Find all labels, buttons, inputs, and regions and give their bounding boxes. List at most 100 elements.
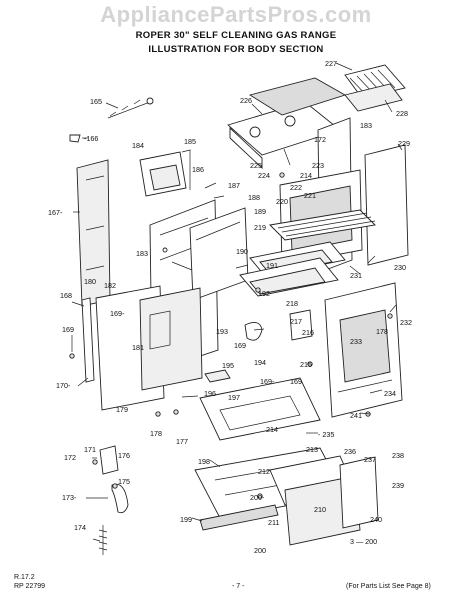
label-166: -166 [84, 134, 98, 143]
label-216: 216 [302, 328, 314, 337]
label-240: 240 [370, 515, 382, 524]
label-235: - 235 [318, 430, 334, 439]
label-199: 199 [180, 515, 192, 524]
screw-markers [69, 172, 393, 499]
label-169a: 169 [62, 325, 74, 334]
footer-code-1: R.17.2 [14, 574, 35, 581]
part-165-wire-harness [107, 97, 154, 119]
leader-lines [71, 62, 403, 542]
label-174: 174 [74, 523, 86, 532]
label-230: 230 [394, 263, 406, 272]
label-219: 219 [254, 223, 266, 232]
label-241: 241 [350, 411, 362, 420]
label-214a: 214 [266, 425, 278, 434]
label-224: 224 [258, 171, 270, 180]
label-220: 220 [276, 197, 288, 206]
label-169e: 169- [260, 377, 275, 386]
label-200b: 200- [250, 493, 265, 502]
label-196: 196 [204, 389, 216, 398]
label-171: 171 [84, 445, 96, 454]
footer-page-number: - 7 - [232, 583, 245, 590]
label-198: 198 [198, 457, 210, 466]
label-180: 180 [84, 277, 96, 286]
part-173-door-hinge-arm [111, 483, 129, 514]
part-176-hinge [99, 445, 119, 475]
label-3200: 3 — 200 [350, 537, 377, 546]
part-166-clip [69, 134, 81, 143]
label-165: 165 [90, 97, 102, 106]
part-226-cooktop [227, 77, 347, 170]
part-184-top-bracket [139, 149, 191, 197]
label-210: 210 [314, 505, 326, 514]
part-196-pad [204, 369, 231, 383]
label-181: 181 [132, 343, 144, 352]
part-229-right-side-panel [364, 144, 409, 266]
diagram-subtitle: ILLUSTRATION FOR BODY SECTION [148, 44, 324, 55]
part-228-broiler-pan [344, 83, 403, 112]
label-172a: 172 [64, 453, 76, 462]
label-193: 193 [216, 327, 228, 336]
label-195: 195 [222, 361, 234, 370]
label-197: 197 [228, 393, 240, 402]
label-223: 223 [312, 161, 324, 170]
part-174-spring [98, 525, 108, 555]
part-199-kick-plate [199, 504, 279, 531]
label-218: 218 [286, 299, 298, 308]
label-169b: 169- [110, 309, 125, 318]
label-222: 222 [290, 183, 302, 192]
label-234: 234 [384, 389, 396, 398]
label-221: 221 [304, 191, 316, 200]
part-218-bottom-panel [239, 257, 339, 297]
label-217: 217 [290, 317, 302, 326]
label-215: 215 [300, 360, 312, 369]
footer-parts-note: (For Parts List See Page 8) [346, 583, 431, 590]
label-212: 212 [258, 467, 270, 476]
label-185: 185 [184, 137, 196, 146]
label-182: 182 [104, 281, 116, 290]
label-173: 173- [62, 493, 77, 502]
watermark: AppliancePartsPros.com [100, 2, 372, 27]
label-192: 192 [258, 289, 270, 298]
label-227: 227 [325, 59, 337, 68]
label-229: 229 [398, 139, 410, 148]
label-177: 177 [176, 437, 188, 446]
label-189: 189 [254, 207, 266, 216]
label-225: 225 [250, 161, 262, 170]
label-178a: 178 [150, 429, 162, 438]
part-219-oven-rack [269, 209, 376, 241]
label-200a: 200 [254, 546, 266, 555]
label-186: 186 [192, 165, 204, 174]
label-172b: 172 [314, 135, 326, 144]
label-183a: 183 [136, 249, 148, 258]
label-178b: 178 [376, 327, 388, 336]
label-214b: 214 [300, 171, 312, 180]
part-189-rear-panel [189, 207, 249, 301]
part-179-side-panel [95, 285, 203, 411]
label-187: 187 [228, 181, 240, 190]
label-179: 179 [116, 405, 128, 414]
label-238: 238 [392, 451, 404, 460]
label-226: 226 [240, 96, 252, 105]
label-236: 236 [344, 447, 356, 456]
part-216-bracket [289, 309, 313, 341]
label-232: 232 [400, 318, 412, 327]
label-184: 184 [132, 141, 144, 150]
label-170: 170- [56, 381, 71, 390]
label-167: 167- [48, 208, 63, 217]
label-188: 188 [248, 193, 260, 202]
part-193-hinge-bracket [244, 321, 263, 341]
part-197-burner-box [199, 377, 321, 441]
label-169d: 169 [290, 377, 302, 386]
label-194: 194 [254, 358, 266, 367]
label-175: 175 [118, 477, 130, 486]
part-239-drawer-front [339, 456, 379, 529]
label-169c: 169 [234, 341, 246, 350]
label-176: 176 [118, 451, 130, 460]
part-234-oven-door [324, 282, 403, 418]
label-213: 213 [306, 445, 318, 454]
footer-code-2: RP 22799 [14, 583, 46, 590]
callout-labels: 165 -166 167- 168 169 170- 180 182 169- … [48, 59, 412, 555]
label-239: 239 [392, 481, 404, 490]
label-190: 190 [236, 247, 248, 256]
